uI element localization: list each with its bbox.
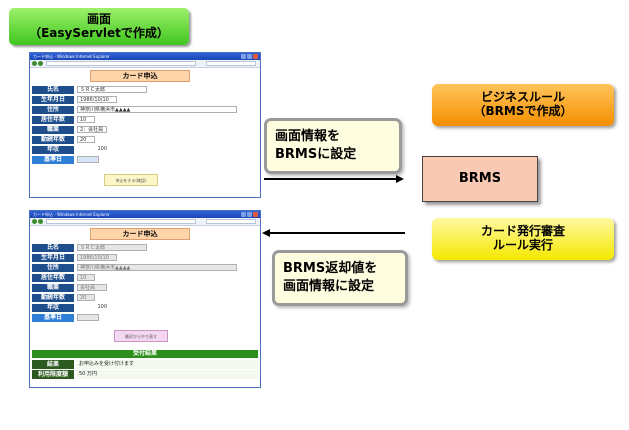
- window-titlebar: カード申込 - Windows Internet Explorer: [30, 211, 260, 218]
- field-label: 勤続年数: [32, 136, 74, 144]
- note1-line1: 画面情報を: [275, 129, 341, 144]
- close-icon[interactable]: [253, 54, 258, 59]
- field-label: 氏名: [32, 86, 74, 94]
- note-set-to-brms: 画面情報を BRMSに設定: [264, 118, 402, 174]
- field-row-address: 住所 神奈川県横浜市▲▲▲▲: [32, 264, 258, 272]
- occupation-select[interactable]: 2：会社員: [77, 126, 107, 133]
- restart-button[interactable]: 最初からやり直す: [114, 330, 168, 342]
- field-row-residence-years: 居住年数 10: [32, 116, 258, 124]
- note1-line2: BRMSに設定: [275, 147, 357, 162]
- field-label: 年収: [32, 304, 74, 312]
- address-bar[interactable]: [46, 61, 196, 66]
- field-row-income: 年収 100: [32, 304, 258, 312]
- field-row-birthdate: 生年月日 1986/10/10: [32, 96, 258, 104]
- employment-years-value: 20: [77, 294, 95, 301]
- field-row-employment-years: 勤続年数 20: [32, 136, 258, 144]
- field-label: 氏名: [32, 244, 74, 252]
- result-label: 結果: [32, 360, 74, 369]
- card-review-line1: カード発行審査: [480, 224, 565, 238]
- browser-toolbar: [30, 60, 260, 68]
- field-label: 基準日: [32, 314, 74, 322]
- field-label: 年収: [32, 146, 74, 154]
- close-icon[interactable]: [253, 212, 258, 217]
- address-value: 神奈川県横浜市▲▲▲▲: [77, 264, 237, 271]
- maximize-icon[interactable]: [247, 54, 252, 59]
- field-row-name: 氏名 ＳＲＣ太郎: [32, 86, 258, 94]
- income-input[interactable]: 100: [97, 146, 107, 152]
- brms-box: BRMS: [422, 156, 538, 202]
- field-row-occupation: 職業 2：会社員: [32, 126, 258, 134]
- search-input[interactable]: [206, 61, 256, 66]
- browser-window-input: カード申込 - Windows Internet Explorer カード申込 …: [29, 52, 261, 198]
- card-review-label: カード発行審査 ルール実行: [432, 218, 614, 260]
- field-row-occupation: 職業 会社員: [32, 284, 258, 292]
- field-label: 住所: [32, 264, 74, 272]
- business-rule-line1: ビジネスルール: [480, 90, 565, 104]
- field-label: 基準日: [32, 156, 74, 164]
- address-bar[interactable]: [46, 219, 196, 224]
- residence-years-input[interactable]: 10: [77, 116, 95, 123]
- business-rule-line2: （BRMSで作成）: [473, 104, 573, 118]
- minimize-icon[interactable]: [241, 212, 246, 217]
- field-label: 勤続年数: [32, 294, 74, 302]
- field-label: 職業: [32, 284, 74, 292]
- apply-button[interactable]: 申込をする(確認): [104, 174, 158, 186]
- field-row-income: 年収 100: [32, 146, 258, 154]
- screen-label-line1: 画面: [86, 12, 111, 26]
- screen-label: 画面 （EasyServletで作成）: [9, 8, 189, 45]
- field-row-name: 氏名 ＳＲＣ太郎: [32, 244, 258, 252]
- back-icon[interactable]: [32, 219, 37, 224]
- birthdate-input[interactable]: 1986/10/10: [77, 96, 117, 103]
- form-title: カード申込: [90, 228, 190, 240]
- note2-line2: 画面情報に設定: [283, 279, 375, 294]
- address-input[interactable]: 神奈川県横浜市▲▲▲▲: [77, 106, 237, 113]
- window-titlebar: カード申込 - Windows Internet Explorer: [30, 53, 260, 60]
- search-input[interactable]: [206, 219, 256, 224]
- field-row-birthdate: 生年月日 1986/10/10: [32, 254, 258, 262]
- credit-limit-label: 利用限度額: [32, 370, 74, 379]
- arrow-to-brms: [264, 175, 404, 183]
- base-date-input[interactable]: [77, 156, 99, 163]
- base-date-value: [77, 314, 99, 321]
- field-row-residence-years: 居住年数 10: [32, 274, 258, 282]
- note-set-to-screen: BRMS返却値を 画面情報に設定: [272, 250, 408, 306]
- field-label: 住所: [32, 106, 74, 114]
- field-label: 居住年数: [32, 274, 74, 282]
- field-row-base-date: 基準日: [32, 156, 258, 164]
- field-row-employment-years: 勤続年数 20: [32, 294, 258, 302]
- name-input[interactable]: ＳＲＣ太郎: [77, 86, 147, 93]
- occupation-value: 会社員: [77, 284, 107, 291]
- business-rule-label: ビジネスルール （BRMSで作成）: [432, 84, 614, 126]
- window-title: カード申込 - Windows Internet Explorer: [33, 54, 110, 59]
- browser-window-result: カード申込 - Windows Internet Explorer カード申込 …: [29, 210, 261, 388]
- card-review-line2: ルール実行: [492, 238, 553, 252]
- field-label: 居住年数: [32, 116, 74, 124]
- result-title: 受付結果: [32, 350, 258, 358]
- minimize-icon[interactable]: [241, 54, 246, 59]
- employment-years-input[interactable]: 20: [77, 136, 95, 143]
- screen-label-line2: （EasyServletで作成）: [29, 26, 169, 40]
- birthdate-value: 1986/10/10: [77, 254, 117, 261]
- field-label: 職業: [32, 126, 74, 134]
- maximize-icon[interactable]: [247, 212, 252, 217]
- browser-toolbar: [30, 218, 260, 226]
- field-row-base-date: 基準日: [32, 314, 258, 322]
- arrow-to-screen: [262, 229, 405, 237]
- field-label: 生年月日: [32, 254, 74, 262]
- residence-years-value: 10: [77, 274, 95, 281]
- result-value: お申込みを受け付けます: [76, 360, 258, 369]
- credit-limit-value: 50 万円: [76, 370, 258, 379]
- form-title: カード申込: [90, 70, 190, 82]
- forward-icon[interactable]: [38, 219, 43, 224]
- field-row-address: 住所 神奈川県横浜市▲▲▲▲: [32, 106, 258, 114]
- note2-line1: BRMS返却値を: [283, 261, 378, 276]
- name-value: ＳＲＣ太郎: [77, 244, 147, 251]
- forward-icon[interactable]: [38, 61, 43, 66]
- field-label: 生年月日: [32, 96, 74, 104]
- window-title: カード申込 - Windows Internet Explorer: [33, 212, 110, 217]
- income-value: 100: [97, 304, 107, 310]
- back-icon[interactable]: [32, 61, 37, 66]
